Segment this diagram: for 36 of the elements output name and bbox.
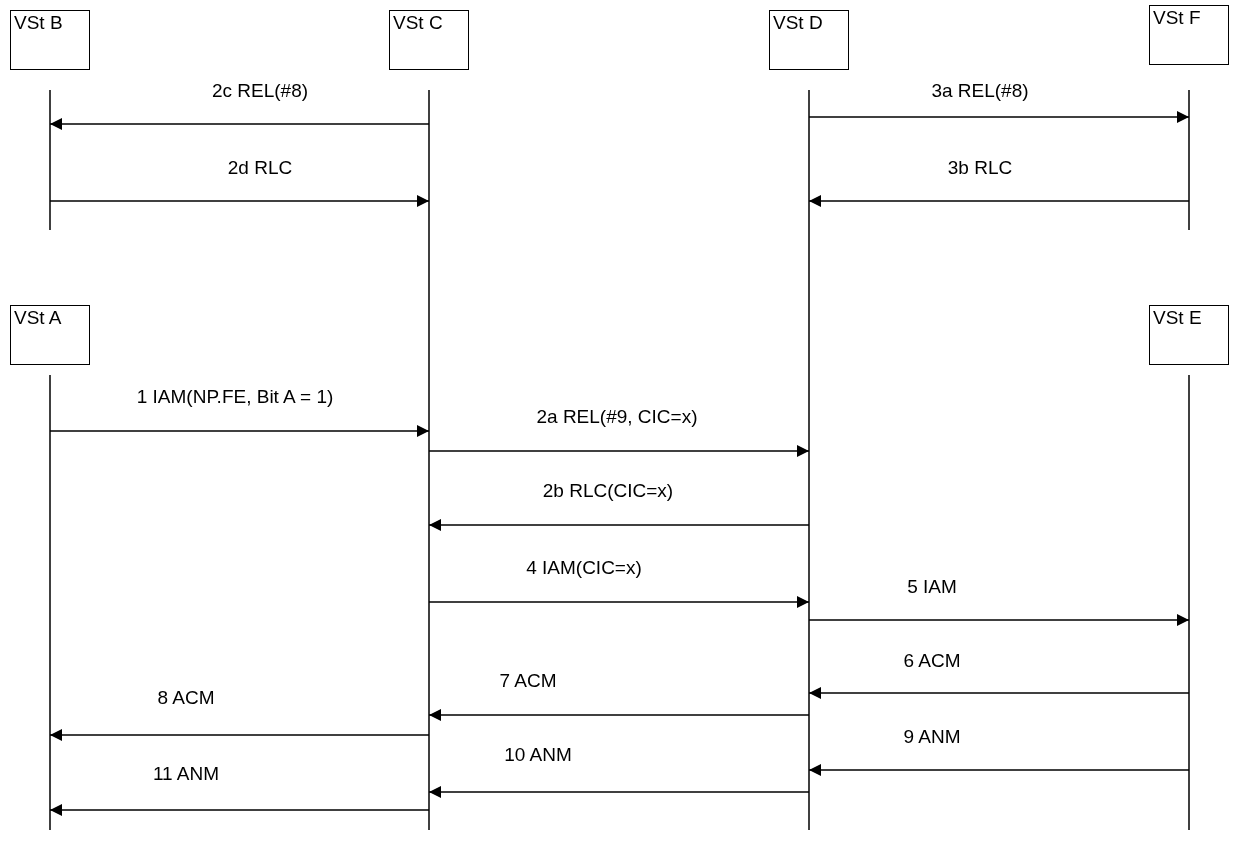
message-arrow bbox=[428, 445, 810, 457]
message-arrow bbox=[49, 118, 430, 130]
message-label: 2a REL(#9, CIC=x) bbox=[536, 406, 698, 428]
station-name: VSt E bbox=[1153, 307, 1202, 328]
message-arrow bbox=[428, 519, 810, 531]
message-arrow bbox=[428, 786, 810, 798]
message-arrow bbox=[808, 614, 1190, 626]
station-name: VSt C bbox=[393, 12, 443, 33]
station-name: VSt D bbox=[773, 12, 823, 33]
message-arrow bbox=[808, 764, 1190, 776]
message-arrow bbox=[49, 195, 430, 207]
message-arrow bbox=[49, 804, 430, 816]
station-name: VSt A bbox=[14, 307, 62, 328]
message-label: 2c REL(#8) bbox=[211, 80, 309, 102]
message-label: 3a REL(#8) bbox=[931, 80, 1029, 102]
message-label: 9 ANM bbox=[903, 726, 961, 748]
message-label: 2d RLC bbox=[227, 157, 293, 179]
message-arrow bbox=[49, 425, 430, 437]
message-label: 1 IAM(NP.FE, Bit A = 1) bbox=[136, 386, 334, 408]
message-label: 7 ACM bbox=[499, 670, 557, 692]
message-label: 4 IAM(CIC=x) bbox=[526, 557, 642, 579]
station-name: VSt B bbox=[14, 12, 63, 33]
message-label: 8 ACM bbox=[157, 687, 215, 709]
message-label: 2b RLC(CIC=x) bbox=[542, 480, 674, 502]
message-arrow bbox=[808, 687, 1190, 699]
message-arrow bbox=[428, 709, 810, 721]
message-label: 5 IAM bbox=[907, 576, 957, 598]
message-arrow bbox=[428, 596, 810, 608]
message-label: 11 ANM bbox=[152, 763, 220, 785]
message-label: 3b RLC bbox=[947, 157, 1013, 179]
message-label: 10 ANM bbox=[504, 744, 572, 766]
message-arrow bbox=[49, 729, 430, 741]
message-arrow bbox=[808, 195, 1190, 207]
message-label: 6 ACM bbox=[903, 650, 961, 672]
message-arrow bbox=[808, 111, 1190, 123]
station-name: VSt F bbox=[1153, 7, 1201, 28]
